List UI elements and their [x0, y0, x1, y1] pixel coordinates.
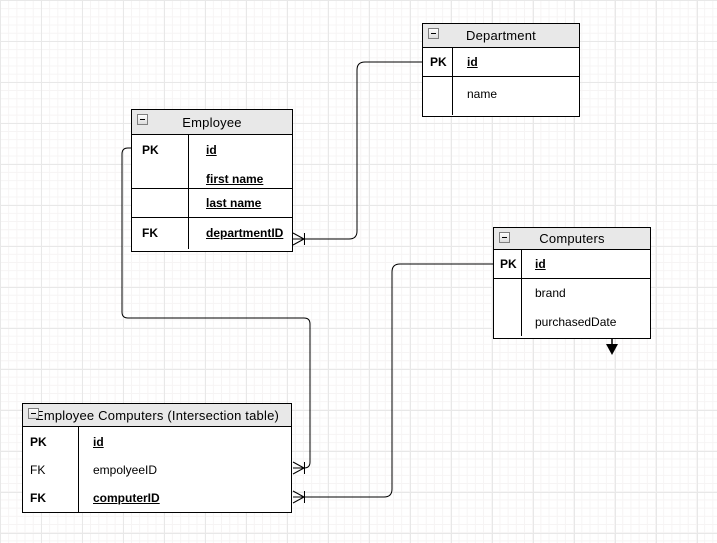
crow-foot-icon — [292, 461, 305, 475]
attribute-name: brand — [535, 286, 566, 300]
entity-employee-body: PK id first name last name FK department… — [132, 135, 292, 249]
minus-icon — [31, 413, 36, 414]
entity-department-body: PK id name — [423, 48, 579, 115]
attribute-name: departmentID — [206, 226, 284, 240]
connector-employee-department[interactable] — [292, 61, 422, 246]
column-divider — [452, 48, 453, 115]
minus-icon — [431, 33, 436, 34]
connector-employeecomputers-computers[interactable] — [292, 263, 493, 504]
collapse-icon[interactable] — [28, 408, 39, 419]
entity-title: Department — [466, 28, 536, 43]
attribute-row[interactable]: PK id — [23, 428, 291, 456]
key-label: PK — [30, 435, 47, 449]
key-label: PK — [500, 257, 517, 271]
attribute-name: computerID — [93, 491, 160, 505]
minus-icon — [502, 237, 507, 238]
entity-computers-header: Computers — [494, 228, 650, 250]
key-label: PK — [430, 55, 447, 69]
entity-employee-computers[interactable]: Employee Computers (Intersection table) … — [22, 403, 292, 513]
collapse-icon[interactable] — [428, 28, 439, 39]
crow-foot-icon — [292, 232, 305, 246]
attribute-name: empolyeeID — [93, 463, 158, 477]
entity-employee[interactable]: Employee PK id first name last name FK d… — [131, 109, 293, 252]
attribute-name: first name — [206, 172, 264, 186]
column-divider — [188, 135, 189, 249]
down-arrow-icon[interactable] — [606, 339, 618, 355]
attribute-row[interactable]: FK computerID — [23, 484, 291, 512]
entity-computers[interactable]: Computers PK id brand purchasedDate — [493, 227, 651, 339]
attribute-row[interactable]: PK id — [423, 48, 579, 77]
column-divider — [78, 427, 79, 512]
key-label: FK — [142, 226, 158, 240]
entity-title: Computers — [539, 231, 605, 246]
attribute-name: id — [535, 257, 546, 271]
entity-employee-computers-body: PK id FK empolyeeID FK computerID — [23, 427, 291, 512]
key-label: FK — [30, 491, 46, 505]
collapse-icon[interactable] — [137, 114, 148, 125]
key-label — [423, 84, 459, 115]
entity-department-header: Department — [423, 24, 579, 48]
entity-employee-computers-header: Employee Computers (Intersection table) — [23, 404, 291, 427]
attribute-name: last name — [206, 196, 262, 210]
crow-foot-icon — [292, 490, 305, 504]
attribute-row[interactable]: PK id first name — [132, 135, 292, 189]
entity-computers-body: PK id brand purchasedDate — [494, 250, 650, 336]
attribute-name: id — [467, 55, 478, 69]
minus-icon — [140, 119, 145, 120]
attribute-name: id — [93, 435, 104, 449]
connector-employeecomputers-employee[interactable] — [121, 147, 311, 475]
attribute-row[interactable]: FK departmentID — [132, 218, 292, 249]
column-divider — [521, 250, 522, 336]
attribute-name: name — [467, 87, 498, 101]
attribute-name: id — [206, 143, 217, 157]
attribute-name: purchasedDate — [535, 315, 617, 329]
entity-department[interactable]: Department PK id name — [422, 23, 580, 117]
entity-title: Employee — [182, 114, 242, 130]
attribute-row[interactable]: FK empolyeeID — [23, 456, 291, 484]
attribute-row[interactable]: PK id — [494, 250, 650, 279]
attribute-row[interactable]: name — [423, 77, 579, 115]
attribute-row[interactable]: last name — [132, 189, 292, 218]
key-label — [494, 279, 527, 336]
entity-employee-header: Employee — [132, 110, 292, 135]
key-label: PK — [142, 143, 159, 157]
collapse-icon[interactable] — [499, 232, 510, 243]
key-label: FK — [30, 463, 46, 477]
attribute-row[interactable]: brand purchasedDate — [494, 279, 650, 336]
entity-title: Employee Computers (Intersection table) — [34, 407, 280, 423]
